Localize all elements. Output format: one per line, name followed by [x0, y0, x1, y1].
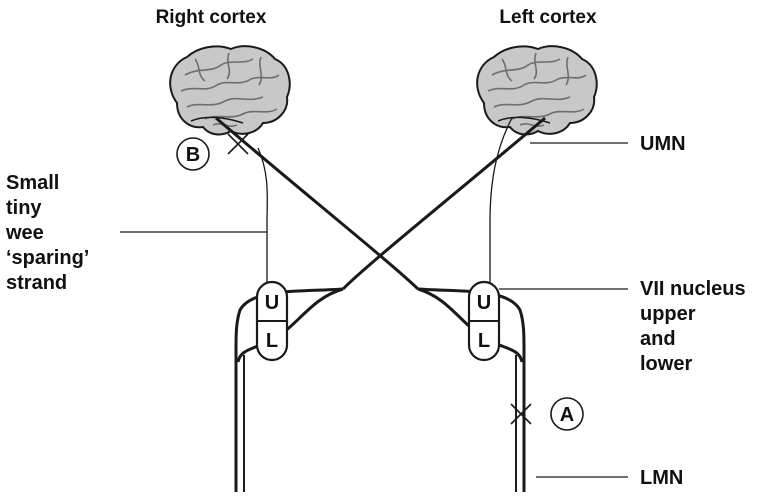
- vii-nucleus-line-1: VII nucleus: [640, 278, 746, 300]
- left-sparing-strand: [490, 118, 512, 284]
- marker-b: B: [177, 138, 209, 170]
- left-nucleus-lower-label: L: [478, 330, 490, 352]
- left-umn-crossing-tract: [343, 118, 545, 289]
- sparing-strand-line-1: Small: [6, 172, 59, 194]
- umn-label: UMN: [640, 133, 686, 155]
- sparing-strand-label: Small tiny wee ‘sparing’ strand: [5, 172, 89, 294]
- sparing-strand-line-5: strand: [6, 272, 67, 294]
- right-brain-icon: [170, 46, 290, 134]
- lesion-a-cross-icon: [511, 404, 531, 424]
- left-vii-nucleus: U L: [469, 282, 499, 360]
- lmn-label: LMN: [640, 467, 683, 489]
- left-brain-icon: [477, 46, 597, 134]
- vii-nucleus-label: VII nucleus upper and lower: [640, 278, 746, 375]
- right-sparing-strand: [258, 148, 267, 284]
- right-umn-crossing-tract: [216, 118, 418, 289]
- right-nucleus-upper-label: U: [265, 292, 279, 314]
- vii-nucleus-line-2: upper: [640, 303, 696, 325]
- marker-b-label: B: [186, 144, 200, 166]
- sparing-strand-line-3: wee: [5, 222, 44, 244]
- sparing-strand-line-2: tiny: [6, 197, 42, 219]
- left-nucleus-upper-label: U: [477, 292, 491, 314]
- vii-nucleus-line-4: lower: [640, 353, 692, 375]
- right-nucleus-fibers: [236, 289, 343, 492]
- right-cortex-label: Right cortex: [156, 7, 267, 28]
- right-nucleus-lower-label: L: [266, 330, 278, 352]
- right-vii-nucleus: U L: [257, 282, 287, 360]
- vii-nucleus-line-3: and: [640, 328, 676, 350]
- sparing-strand-line-4: ‘sparing’: [6, 247, 89, 269]
- left-cortex-label: Left cortex: [499, 7, 597, 28]
- marker-a: A: [551, 398, 583, 430]
- marker-a-label: A: [560, 404, 574, 426]
